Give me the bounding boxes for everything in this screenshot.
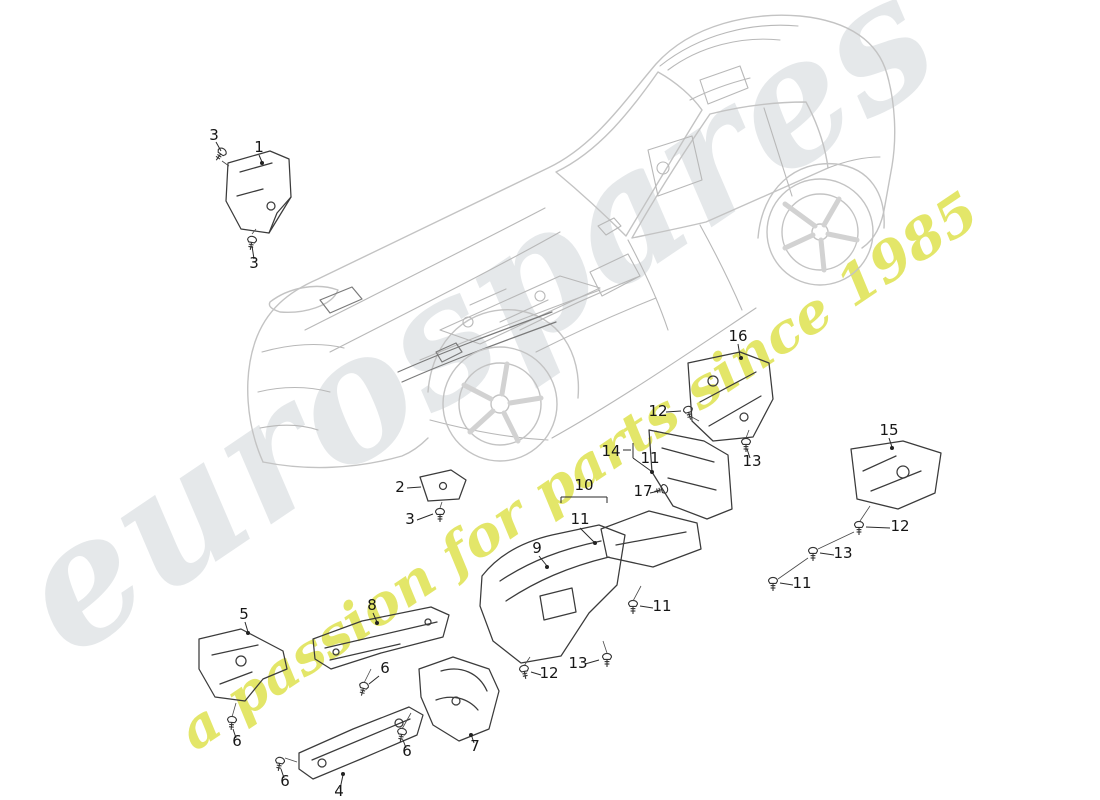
front-wheel bbox=[442, 346, 558, 462]
car-in-situ-clip bbox=[435, 342, 463, 363]
screw-icon bbox=[601, 652, 613, 668]
callout-13c[interactable]: 13 bbox=[568, 654, 587, 672]
callout-group-brackets bbox=[560, 443, 634, 503]
callout-5[interactable]: 5 bbox=[239, 605, 249, 623]
callout-10[interactable]: 10 bbox=[574, 476, 593, 494]
callout-12c[interactable]: 12 bbox=[539, 664, 558, 682]
screw-icon bbox=[767, 576, 779, 592]
callout-1[interactable]: 1 bbox=[254, 138, 264, 156]
part-1-heat-shield bbox=[225, 150, 292, 234]
callout-12a[interactable]: 12 bbox=[648, 402, 667, 420]
callout-11c[interactable]: 11 bbox=[792, 574, 811, 592]
car-hatch-inner bbox=[667, 38, 781, 105]
part-15-heat-shield bbox=[850, 440, 942, 510]
screw-icon bbox=[356, 680, 370, 698]
car-rear-seat-frame bbox=[647, 135, 703, 197]
screw-icon bbox=[245, 235, 258, 252]
part-2-bracket bbox=[419, 469, 467, 502]
callout-13a[interactable]: 13 bbox=[742, 452, 761, 470]
callout-11a[interactable]: 11 bbox=[640, 449, 659, 467]
callout-7[interactable]: 7 bbox=[470, 737, 480, 755]
part-16-heat-shield bbox=[687, 351, 774, 442]
callout-11b[interactable]: 11 bbox=[570, 510, 589, 528]
car-rear-quarter bbox=[827, 156, 881, 169]
car-headlight bbox=[268, 285, 339, 313]
screw-icon bbox=[627, 599, 639, 615]
leader-lines bbox=[215, 141, 893, 790]
callout-3b[interactable]: 3 bbox=[249, 254, 259, 272]
car-tunnel-lines bbox=[419, 275, 657, 361]
screw-icon bbox=[434, 507, 446, 523]
callout-4[interactable]: 4 bbox=[334, 782, 344, 800]
callout-2[interactable]: 2 bbox=[395, 478, 405, 496]
vehicle-outline bbox=[247, 14, 896, 469]
car-in-situ-bracket bbox=[319, 286, 363, 314]
callout-6c[interactable]: 6 bbox=[402, 742, 412, 760]
screw-icon bbox=[853, 520, 865, 536]
part-14-heat-shield bbox=[648, 429, 733, 520]
car-windshield bbox=[555, 71, 703, 237]
watermark: eurospares a passion for parts since 198… bbox=[0, 0, 990, 763]
part-10-heat-shield bbox=[600, 510, 702, 568]
callout-17[interactable]: 17 bbox=[633, 482, 652, 500]
callout-8[interactable]: 8 bbox=[367, 596, 377, 614]
car-sill-lines bbox=[429, 307, 757, 441]
car-bumper-lines bbox=[257, 343, 345, 431]
watermark-brand-text: eurospares bbox=[0, 0, 972, 694]
car-crossmember bbox=[439, 275, 601, 345]
screw-icon bbox=[807, 546, 819, 562]
callout-11d[interactable]: 11 bbox=[652, 597, 671, 615]
callout-12b[interactable]: 12 bbox=[890, 517, 909, 535]
rear-wheel bbox=[766, 178, 874, 286]
part-4-bracket bbox=[298, 706, 424, 780]
part-5-bracket bbox=[198, 628, 288, 702]
callout-16[interactable]: 16 bbox=[728, 327, 747, 345]
car-roof-inner bbox=[659, 24, 799, 67]
callout-6b[interactable]: 6 bbox=[232, 732, 242, 750]
screw-icon bbox=[740, 437, 752, 453]
car-rear-wheel-arch bbox=[757, 162, 885, 239]
callout-14[interactable]: 14 bbox=[601, 442, 620, 460]
attachment-dots bbox=[246, 161, 894, 776]
car-mirror bbox=[597, 217, 622, 236]
part-7-heat-shield bbox=[418, 656, 500, 742]
exploded-parts bbox=[198, 150, 942, 780]
car-body-outline bbox=[247, 14, 896, 463]
car-b-pillar bbox=[763, 107, 793, 197]
callout-3c[interactable]: 3 bbox=[405, 510, 415, 528]
part-8-heat-shield bbox=[312, 606, 450, 670]
screw-icon bbox=[518, 664, 531, 681]
car-detail-hole-2 bbox=[534, 290, 546, 302]
screw-icon bbox=[273, 756, 286, 773]
callout-6a[interactable]: 6 bbox=[380, 659, 390, 677]
car-detail-hole-3 bbox=[656, 161, 670, 175]
callout-3a[interactable]: 3 bbox=[209, 126, 219, 144]
callout-numbers: 3 1 3 2 3 16 12 14 11 13 15 17 10 11 12 … bbox=[209, 126, 909, 800]
car-hood-creases bbox=[304, 207, 561, 353]
callout-15[interactable]: 15 bbox=[879, 421, 898, 439]
car-door-seams bbox=[627, 224, 743, 331]
car-side-glass bbox=[631, 101, 829, 239]
callout-9[interactable]: 9 bbox=[532, 539, 542, 557]
callout-6d[interactable]: 6 bbox=[280, 772, 290, 790]
part-9-heat-shield bbox=[479, 524, 626, 664]
car-detail-hole-1 bbox=[462, 316, 474, 328]
assembly-lines bbox=[221, 160, 871, 763]
car-front-lower bbox=[262, 437, 429, 469]
callout-13b[interactable]: 13 bbox=[833, 544, 852, 562]
